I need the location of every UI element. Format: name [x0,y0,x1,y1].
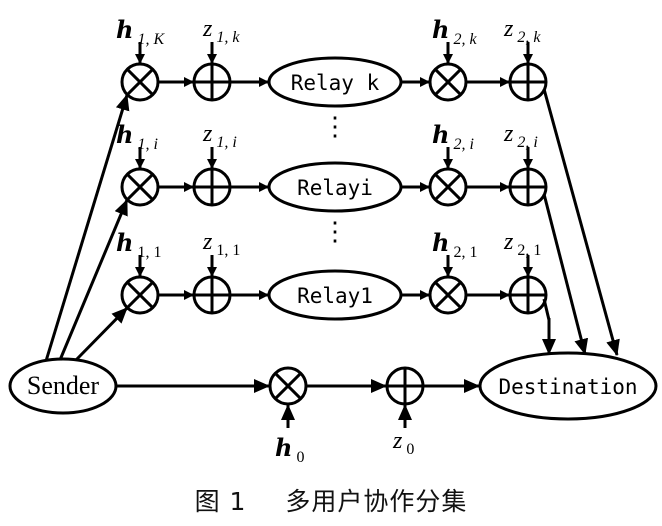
relay-node: Relay k [267,56,403,108]
relay-i-to-destination-arrow [542,193,589,355]
multiply-operator-h0 [268,366,308,406]
multiply-cross-line [434,68,462,96]
multiply-cross-line [274,372,302,400]
multiply-operator-h2 [428,275,468,315]
sender-to-relay-i-arrow [58,199,129,361]
add-operator-z2 [508,167,548,207]
destination-node: Destination [478,351,658,421]
multiply-cross-line [126,281,154,309]
ellipsis-dots: ⋮ [322,112,348,141]
multiply-cross-line [126,173,154,201]
multiply-cross-line [434,281,462,309]
add-operator-z2 [508,62,548,102]
figure-caption: 图 1 多用户协作分集 [0,482,662,518]
relay-node-label: Relay k [291,71,380,95]
multiply-cross-line [434,173,462,201]
relay-k-to-destination-arrow [542,88,620,356]
multiply-operator-h1 [120,275,160,315]
add-operator-z1 [192,167,232,207]
figure-number: 图 1 [194,487,247,516]
relay-node-label: Relay1 [297,284,373,308]
relay-node: Relay1 [267,269,403,321]
multiply-cross-line [126,68,154,96]
figure-caption-text: 多用户协作分集 [285,487,468,516]
multiply-operator-h2 [428,167,468,207]
multiply-operator-h1 [120,167,160,207]
multiply-operator-h1 [120,62,160,102]
relay-1-to-destination-line [542,298,551,321]
relay-node: Relayi [267,161,403,213]
destination-node-label: Destination [498,375,637,399]
ellipsis-dots: ⋮ [322,217,348,246]
relay-node-label: Relayi [297,176,373,200]
sender-to-relay-k-arrow [44,94,130,362]
add-operator-z2 [508,275,548,315]
add-operator-z1 [192,62,232,102]
add-operator-z1 [192,275,232,315]
multiply-operator-h2 [428,62,468,102]
sender-node-label: Sender [27,371,100,400]
destination-node-shape [478,351,658,421]
sender-node: Sender [8,357,118,415]
add-operator-z0 [385,366,425,406]
sender-to-relay-1-arrow [74,306,129,362]
